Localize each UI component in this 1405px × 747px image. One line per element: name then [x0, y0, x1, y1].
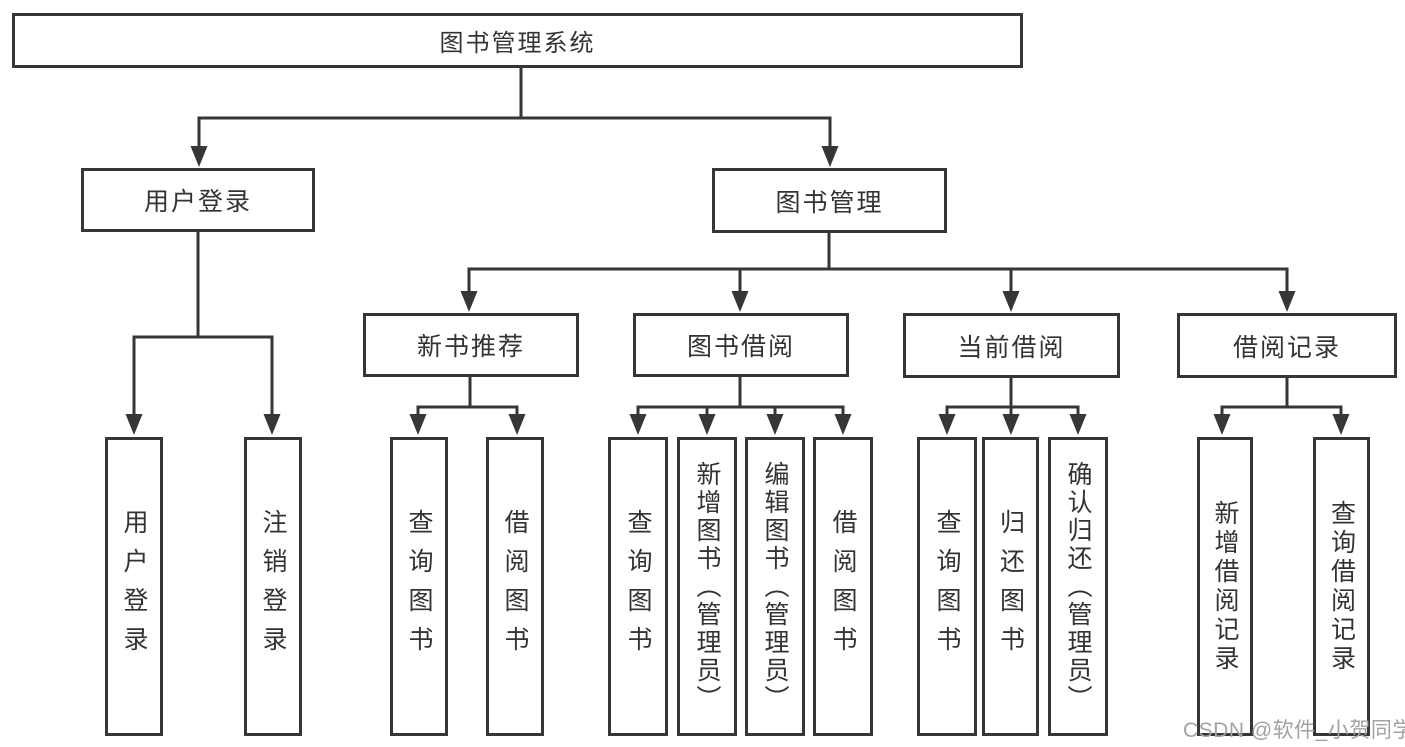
node-label: 查询借阅记录: [1327, 499, 1356, 674]
node-label: 借阅记录: [1232, 333, 1341, 362]
leaf-return-book: 归还图书: [982, 437, 1039, 736]
arrow-icon: [821, 146, 839, 167]
leaf-add-book-admin: 新增图书（管理员）: [677, 437, 737, 736]
node-label: 查询图书: [624, 508, 652, 665]
arrow-icon: [460, 291, 478, 312]
node-label: 新增图书（管理员）: [693, 460, 721, 713]
arrow-icon: [263, 414, 281, 435]
connector-records-to-leaves: [1220, 375, 1343, 420]
arrow-icon: [1002, 414, 1020, 435]
node-borrowing-records: 借阅记录: [1177, 313, 1397, 378]
leaf-edit-book-admin: 编辑图书（管理员）: [745, 437, 805, 736]
node-label: 注销登录: [259, 508, 287, 665]
node-label: 查询图书: [933, 508, 961, 665]
connector-root-to-level2: [197, 65, 832, 152]
node-label: 图书管理系统: [439, 30, 596, 57]
leaf-user-login: 用户登录: [105, 437, 163, 736]
csdn-watermark: CSDN @软件_小贺同学: [1183, 719, 1405, 742]
node-label: 借阅图书: [829, 508, 857, 665]
arrow-icon: [1069, 414, 1087, 435]
arrow-icon: [1278, 291, 1296, 312]
leaf-query-books-recommend: 查询图书: [390, 437, 448, 736]
connector-login-to-leaves: [132, 230, 274, 420]
arrow-icon: [938, 414, 956, 435]
connector-current-to-leaves: [945, 375, 1080, 420]
connector-borrowing-to-leaves: [636, 375, 845, 420]
node-label: 编辑图书（管理员）: [761, 460, 789, 713]
leaf-borrow-books-borrowing: 借阅图书: [813, 437, 873, 736]
node-label: 新增借阅记录: [1211, 499, 1239, 674]
node-book-management-system: 图书管理系统: [12, 13, 1023, 68]
node-user-login: 用户登录: [81, 168, 315, 232]
node-current-borrowing: 当前借阅: [903, 313, 1120, 378]
node-label: 确认归还（管理员）: [1064, 460, 1092, 713]
leaf-query-books-current: 查询图书: [917, 437, 977, 736]
leaf-confirm-return-admin: 确认归还（管理员）: [1048, 437, 1108, 736]
leaf-query-books-borrowing: 查询图书: [608, 437, 668, 736]
arrow-icon: [125, 414, 143, 435]
arrow-icon: [409, 414, 427, 435]
arrow-icon: [766, 414, 784, 435]
node-label: 当前借阅: [957, 333, 1066, 362]
leaf-add-borrow-record: 新增借阅记录: [1197, 437, 1253, 736]
node-book-borrowing: 图书借阅: [633, 313, 849, 377]
node-label: 借阅图书: [501, 508, 529, 665]
node-label: 图书借阅: [686, 333, 795, 361]
node-label: 用户登录: [120, 508, 148, 665]
node-label: 查询图书: [405, 508, 433, 665]
connector-recommend-to-leaves: [416, 375, 519, 420]
leaf-logout: 注销登录: [244, 437, 302, 736]
node-label: 归还图书: [996, 508, 1025, 665]
node-label: 新书推荐: [416, 333, 525, 361]
arrow-icon: [731, 291, 749, 312]
arrow-icon: [1332, 414, 1350, 435]
arrow-icon: [1002, 291, 1020, 312]
arrow-icon: [190, 146, 208, 167]
node-label: 图书管理: [775, 188, 884, 217]
connector-mgmt-to-level3: [467, 231, 1289, 297]
node-book-management: 图书管理: [712, 168, 947, 233]
node-label: 用户登录: [143, 188, 252, 216]
arrow-icon: [1213, 414, 1231, 435]
leaf-query-borrow-record: 查询借阅记录: [1313, 437, 1370, 736]
leaf-borrow-books-recommend: 借阅图书: [486, 437, 544, 736]
arrow-icon: [698, 414, 716, 435]
arrow-icon: [629, 414, 647, 435]
node-new-book-recommend: 新书推荐: [363, 313, 579, 377]
arrow-icon: [508, 414, 526, 435]
arrow-icon: [834, 414, 852, 435]
